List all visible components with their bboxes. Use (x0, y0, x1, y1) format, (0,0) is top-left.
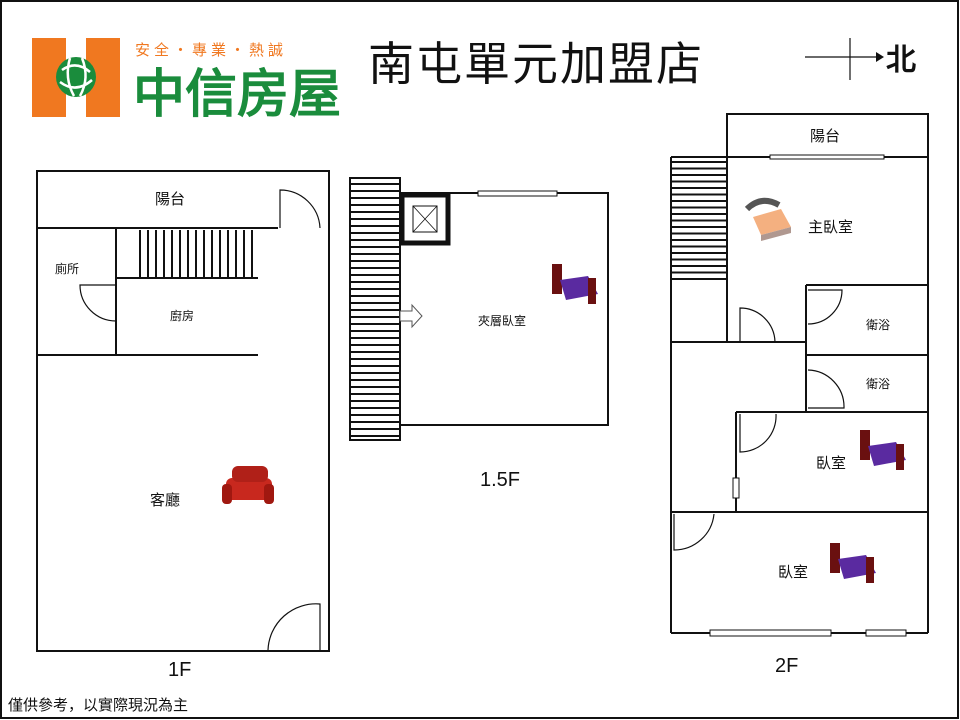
floor-2f: 陽台 主臥室 衛浴 衛浴 臥室 臥室 2F (670, 113, 929, 677)
door-icon (267, 603, 321, 651)
north-arrow: 北 (805, 38, 916, 80)
north-label: 北 (886, 43, 916, 78)
window (865, 629, 907, 637)
room-label: 臥室 (816, 454, 846, 472)
floor-1f: 陽台 廁所 廚房 客廳 1F (36, 170, 330, 681)
room-label: 主臥室 (808, 218, 853, 236)
bed-icon (552, 264, 598, 304)
floor-1-5f: 夾層臥室 1.5F (349, 177, 609, 491)
room-label: 陽台 (155, 190, 185, 208)
room-label: 夾層臥室 (478, 313, 526, 328)
arrow-right-icon (399, 303, 423, 329)
floor-label: 1.5F (480, 469, 520, 491)
logo-brand: 中信房屋 (133, 65, 341, 125)
window (769, 154, 885, 160)
door-icon (739, 413, 777, 453)
logo-slogan: 安全・專業・熱誠 (135, 41, 287, 59)
door-icon (673, 513, 715, 551)
door-icon (79, 284, 117, 322)
bed-icon (830, 543, 876, 583)
stairs-icon (671, 161, 727, 280)
room-label: 衛浴 (866, 318, 890, 332)
room-label: 廁所 (55, 261, 79, 276)
window (709, 629, 832, 637)
door-icon (807, 369, 845, 409)
room-label: 臥室 (778, 563, 808, 581)
window (477, 190, 558, 197)
room-label: 陽台 (810, 127, 840, 145)
page-title: 南屯單元加盟店 (368, 37, 704, 91)
sofa-icon (222, 466, 274, 504)
disclaimer: 僅供參考，以實際現況為主 (8, 696, 188, 714)
door-icon (739, 307, 776, 343)
logo: 安全・專業・熱誠 中信房屋 (32, 38, 341, 125)
shaft (399, 192, 451, 246)
bed-icon (860, 430, 906, 470)
room-label: 廚房 (170, 308, 194, 323)
door-icon (279, 189, 321, 229)
bed-icon (744, 197, 791, 241)
door-icon (807, 289, 843, 325)
room-label: 客廳 (150, 491, 180, 509)
floor-label: 1F (168, 659, 191, 681)
arrow-head-icon (876, 52, 884, 62)
room-label: 衛浴 (866, 377, 890, 391)
floor-label: 2F (775, 655, 798, 677)
stairs-icon (350, 183, 400, 437)
stairs-icon (139, 230, 253, 278)
globe-icon (56, 57, 96, 97)
